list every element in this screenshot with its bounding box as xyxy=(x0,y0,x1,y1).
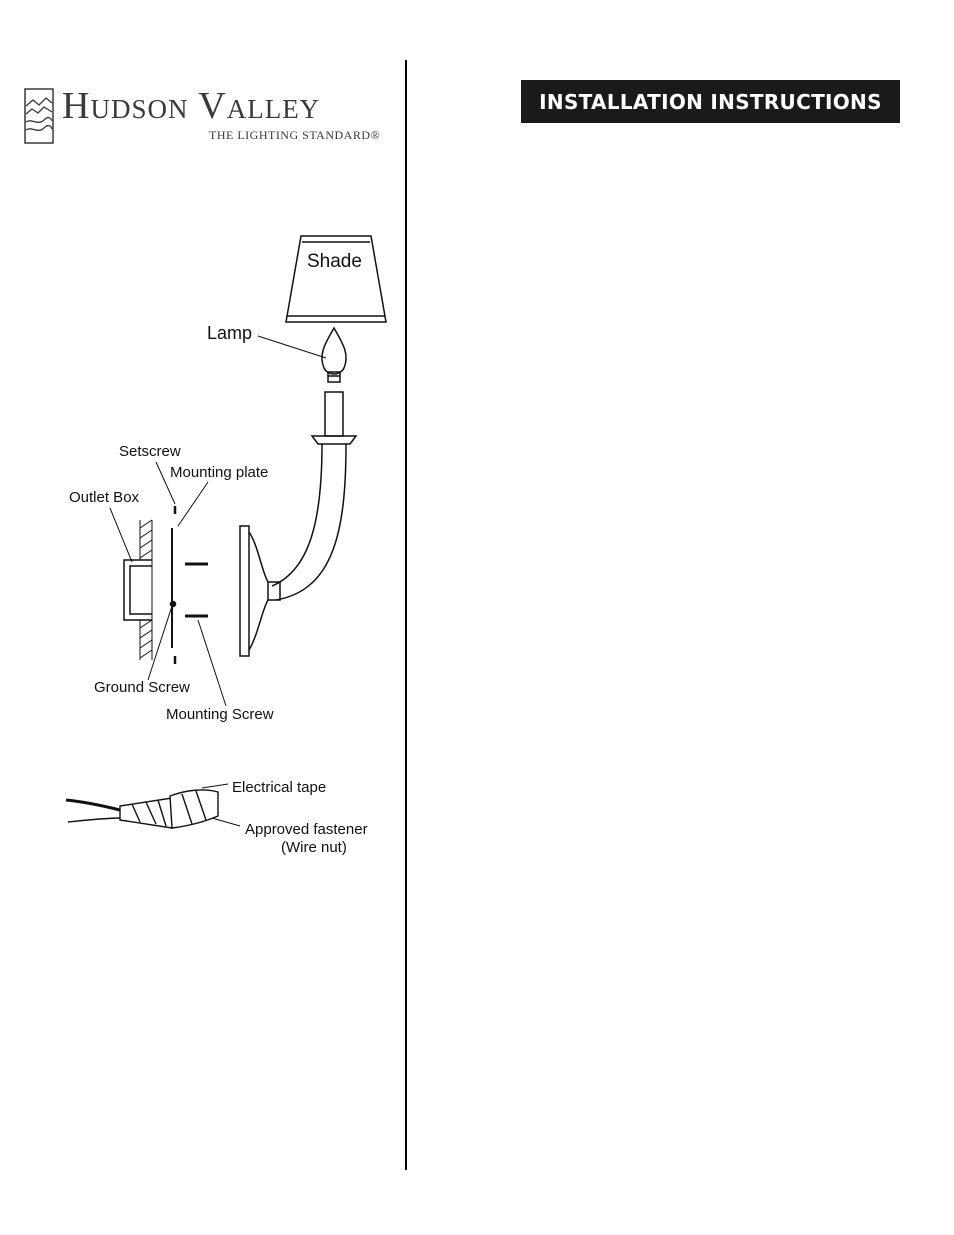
ground-screw-label: Ground Screw xyxy=(94,679,190,696)
socket-illustration xyxy=(325,392,343,436)
electrical-tape-label: Electrical tape xyxy=(232,779,326,796)
shade-illustration xyxy=(286,236,386,322)
approved-fastener-label: Approved fastener xyxy=(245,821,368,838)
arm-illustration xyxy=(268,444,346,600)
bobeche-illustration xyxy=(312,436,356,444)
setscrew-label: Setscrew xyxy=(119,443,181,460)
leader-lines xyxy=(110,336,326,706)
lamp-illustration xyxy=(322,328,346,382)
outlet-box-label: Outlet Box xyxy=(69,489,139,506)
outlet-box-illustration xyxy=(124,560,152,620)
shade-label: Shade xyxy=(307,251,362,273)
wire-nut-label: (Wire nut) xyxy=(281,839,347,856)
mounting-screw-label: Mounting Screw xyxy=(166,706,274,723)
wall-section-illustration xyxy=(140,520,152,660)
wire-splice-illustration xyxy=(66,784,240,828)
mounting-plate-label: Mounting plate xyxy=(170,464,268,481)
backplate-illustration xyxy=(240,526,268,656)
mounting-screws-illustration xyxy=(185,564,208,616)
ground-screw-illustration xyxy=(171,602,176,607)
lamp-label: Lamp xyxy=(207,323,252,344)
